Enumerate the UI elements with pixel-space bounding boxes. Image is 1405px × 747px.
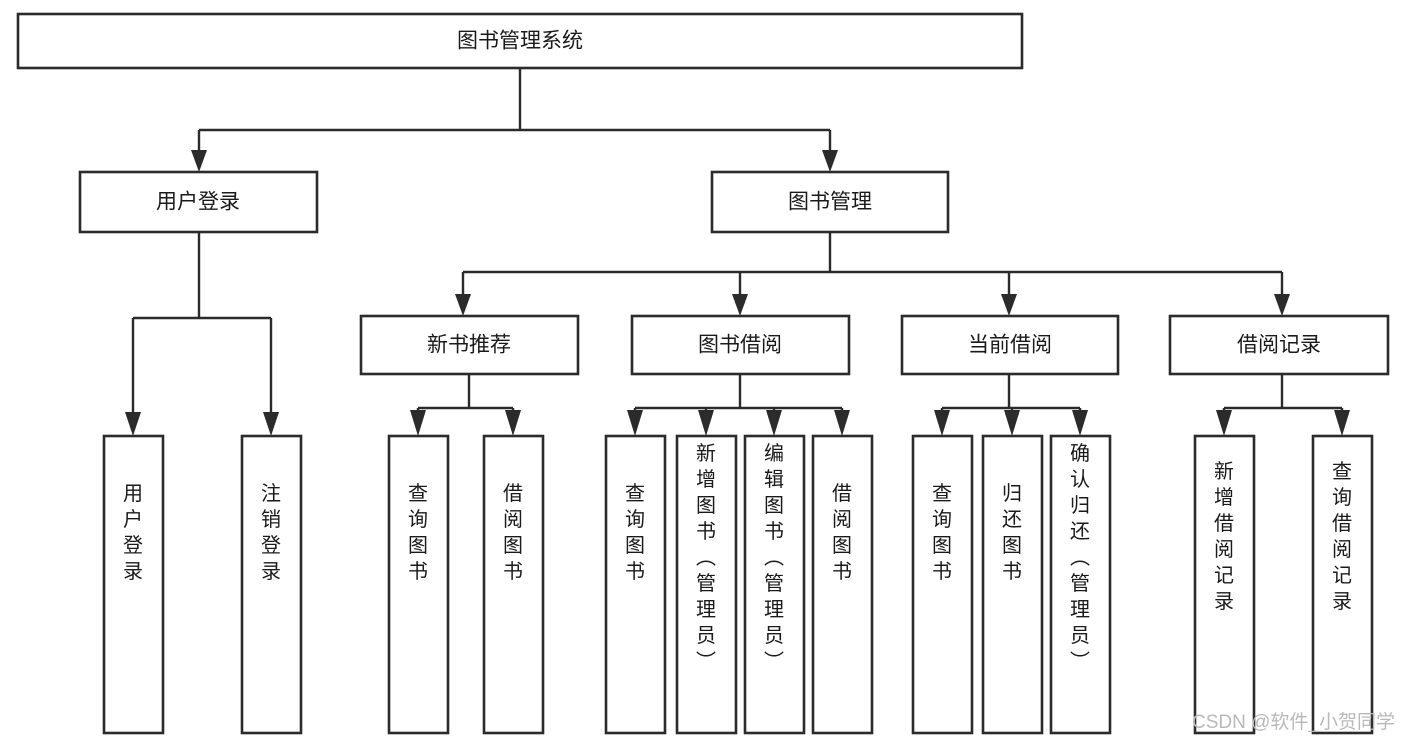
node-leaf-logout[interactable]: 注销登录 <box>240 434 303 735</box>
node-current-borrow-box[interactable] <box>900 314 1120 376</box>
node-leaf-add-borrow-record-box[interactable] <box>1193 434 1256 735</box>
arrow-query-book-borrow <box>627 410 643 436</box>
node-borrow-record-box[interactable] <box>1168 314 1390 376</box>
arrow-edit-book <box>766 410 782 436</box>
node-book-management[interactable]: 图书管理 <box>710 170 950 234</box>
node-leaf-query-book-recommend[interactable]: 查询图书 <box>387 434 450 735</box>
node-new-book-recommend-box[interactable] <box>359 314 580 376</box>
connector-group-user-login <box>125 232 279 436</box>
arrow-borrow-record <box>1274 294 1290 316</box>
node-leaf-query-book-current[interactable]: 查询图书 <box>911 434 974 735</box>
csdn-watermark: CSDN @软件_小贺同学 <box>1192 711 1395 733</box>
arrow-borrow-book <box>834 410 850 436</box>
node-user-login[interactable]: 用户登录 <box>78 170 319 234</box>
node-leaf-confirm-return[interactable]: 确认归还︵管理员︶ <box>1049 434 1112 735</box>
arrow-leaf-logout <box>263 412 279 436</box>
node-leaf-add-book[interactable]: 新增图书︵管理员︶ <box>675 434 738 735</box>
node-leaf-add-borrow-record[interactable]: 新增借阅记录 <box>1193 434 1256 735</box>
arrow-book-borrow <box>732 294 748 316</box>
node-book-management-label: 图书管理 <box>788 191 872 214</box>
node-leaf-borrow-book-box[interactable] <box>811 434 874 735</box>
node-leaf-query-book-borrow-box[interactable] <box>604 434 667 735</box>
node-leaf-return-book-box[interactable] <box>981 434 1044 735</box>
node-leaf-return-book[interactable]: 归还图书 <box>981 434 1044 735</box>
node-new-book-recommend[interactable]: 新书推荐 <box>359 314 580 376</box>
node-leaf-confirm-return-box[interactable] <box>1049 434 1112 735</box>
node-root[interactable]: 图书管理系统 <box>16 12 1024 70</box>
node-current-borrow-label: 当前借阅 <box>968 334 1052 357</box>
node-leaf-add-borrow-record-label: 新增借阅记录 <box>1214 460 1234 613</box>
node-leaf-borrow-book-label: 借阅图书 <box>832 482 852 583</box>
node-leaf-user-login-label: 用户登录 <box>123 483 143 583</box>
arrow-add-book <box>698 410 714 436</box>
node-leaf-borrow-book-recommend[interactable]: 借阅图书 <box>482 434 545 735</box>
arrow-new-book-recommend <box>455 294 471 316</box>
node-leaf-user-login[interactable]: 用户登录 <box>102 434 165 735</box>
node-book-management-box[interactable] <box>710 170 950 234</box>
node-leaf-query-borrow-record-label: 查询借阅记录 <box>1332 460 1352 613</box>
node-leaf-add-book-box[interactable] <box>675 434 738 735</box>
node-book-borrow[interactable]: 图书借阅 <box>630 314 851 376</box>
node-leaf-query-book-current-label: 查询图书 <box>932 482 952 583</box>
node-leaf-query-book-borrow[interactable]: 查询图书 <box>604 434 667 735</box>
node-leaf-user-login-box[interactable] <box>102 434 165 735</box>
arrow-query-borrow-record <box>1334 410 1350 436</box>
arrow-return-book <box>1004 410 1020 436</box>
node-current-borrow[interactable]: 当前借阅 <box>900 314 1120 376</box>
connector-group-current-borrow <box>934 374 1088 436</box>
node-leaf-add-book-label: 新增图书︵管理员︶ <box>696 442 716 673</box>
node-root-box[interactable] <box>16 12 1024 70</box>
arrow-borrow-book-recommend <box>505 410 521 436</box>
node-borrow-record-label: 借阅记录 <box>1237 334 1321 357</box>
node-leaf-logout-box[interactable] <box>240 434 303 735</box>
connector-group-root <box>191 68 838 172</box>
arrow-add-borrow-record <box>1216 410 1232 436</box>
node-user-login-label: 用户登录 <box>156 191 240 214</box>
arrow-query-book-current <box>934 410 950 436</box>
connector-group-borrow-record <box>1216 374 1350 436</box>
node-book-borrow-box[interactable] <box>630 314 851 376</box>
node-new-book-recommend-label: 新书推荐 <box>427 334 511 357</box>
node-leaf-query-book-recommend-box[interactable] <box>387 434 450 735</box>
node-leaf-query-book-current-box[interactable] <box>911 434 974 735</box>
arrow-user-login <box>191 150 207 172</box>
node-leaf-return-book-label: 归还图书 <box>1002 482 1022 583</box>
node-leaf-query-borrow-record-box[interactable] <box>1311 434 1374 735</box>
arrow-query-book-recommend <box>410 410 426 436</box>
connector-group-new-book-recommend <box>410 374 521 436</box>
node-borrow-record[interactable]: 借阅记录 <box>1168 314 1390 376</box>
node-leaf-edit-book-box[interactable] <box>743 434 806 735</box>
node-leaf-query-book-recommend-label: 查询图书 <box>408 482 428 583</box>
arrow-book-management <box>822 150 838 172</box>
node-leaf-borrow-book[interactable]: 借阅图书 <box>811 434 874 735</box>
node-leaf-edit-book[interactable]: 编辑图书︵管理员︶ <box>743 434 806 735</box>
node-leaf-confirm-return-label: 确认归还︵管理员︶ <box>1070 442 1090 673</box>
node-leaf-query-borrow-record[interactable]: 查询借阅记录 <box>1311 434 1374 735</box>
node-user-login-box[interactable] <box>78 170 319 234</box>
node-leaf-logout-label: 注销登录 <box>261 482 281 583</box>
node-root-label: 图书管理系统 <box>457 30 583 53</box>
node-book-borrow-label: 图书借阅 <box>698 334 782 357</box>
node-leaf-edit-book-label: 编辑图书︵管理员︶ <box>764 442 784 673</box>
arrow-current-borrow <box>1001 294 1017 316</box>
node-leaf-query-book-borrow-label: 查询图书 <box>625 482 645 583</box>
node-leaf-borrow-book-recommend-label: 借阅图书 <box>503 482 523 583</box>
connector-group-book-borrow <box>627 374 850 436</box>
arrow-leaf-user-login <box>125 412 141 436</box>
node-leaf-borrow-book-recommend-box[interactable] <box>482 434 545 735</box>
arrow-confirm-return <box>1072 410 1088 436</box>
connector-group-book-management <box>455 232 1290 316</box>
